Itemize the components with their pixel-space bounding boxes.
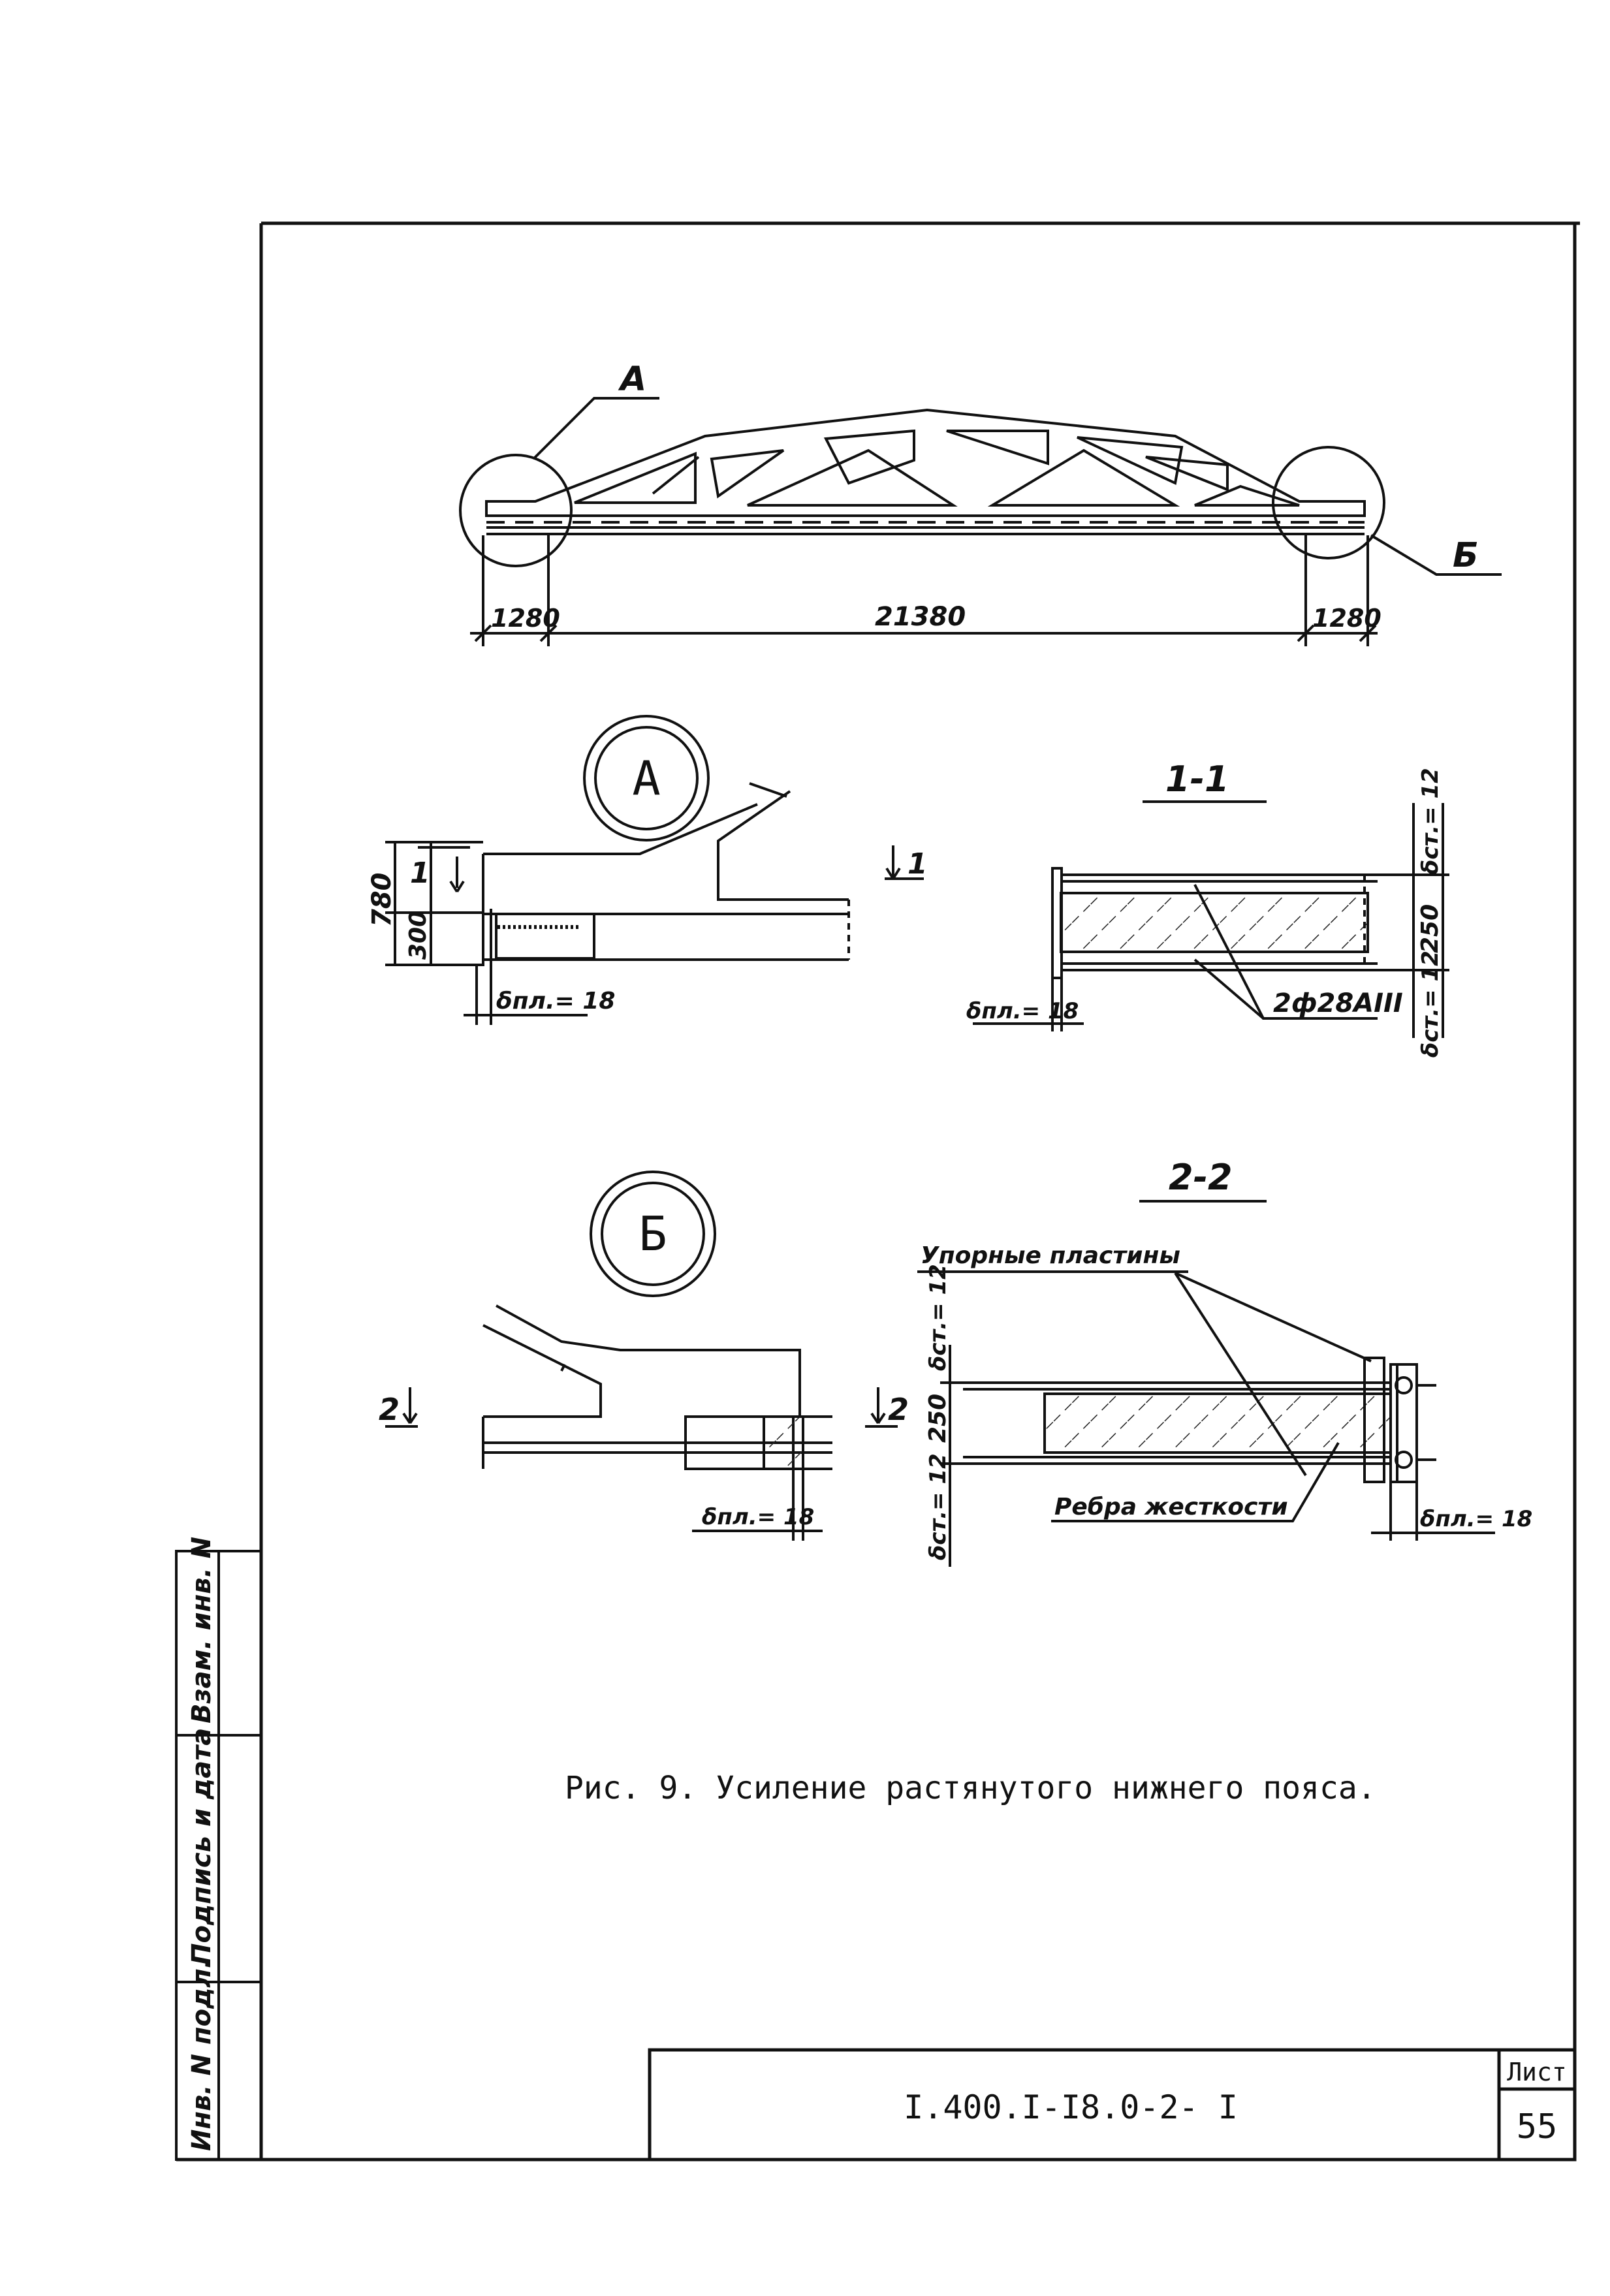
section-1-1-dim-250: 250 <box>1417 904 1444 953</box>
figure-caption: Рис. 9. Усиление растянутого нижнего поя… <box>565 1770 1376 1806</box>
section-1-1-title: 1-1 <box>1165 759 1229 800</box>
section-1-1-plate-thickness: δпл.= 18 <box>966 998 1079 1024</box>
node-b-circle-label: Б <box>639 1206 667 1261</box>
node-a-cut-left: 1 <box>410 857 430 890</box>
node-b-detail <box>385 1171 898 1541</box>
node-a-dim-780: 780 <box>367 873 397 928</box>
truss-elevation <box>459 397 1502 646</box>
title-block <box>648 2048 1577 2162</box>
side-stamp-inv-orig: Инв. N подл. <box>187 1958 217 2151</box>
section-2-2-bottom-thickness: δст.= 12 <box>925 1453 951 1560</box>
node-b-cut-left: 2 <box>379 1392 400 1427</box>
section-2-2-ribs-label: Ребра жесткости <box>1054 1494 1288 1520</box>
node-a-plate-thickness: δпл.= 18 <box>496 988 615 1014</box>
title-block-code: I.400.I-I8.0-2- I <box>904 2088 1238 2126</box>
node-b-cut-right: 2 <box>888 1392 909 1427</box>
section-2-2-dim-250: 250 <box>924 1394 951 1443</box>
side-stamp <box>175 1550 262 2161</box>
section-1-1-top-thickness: δст.= 12 <box>1417 768 1444 875</box>
section-2-2-title: 2-2 <box>1169 1157 1233 1198</box>
side-stamp-replace-inv: Взам. инв. N <box>187 1537 217 1723</box>
node-a-circle-label: А <box>632 751 660 806</box>
section-1-1-bottom-thickness: δст.= 12 <box>1417 951 1444 1058</box>
sheet-frame <box>176 221 1580 2162</box>
node-a-cut-right: 1 <box>908 847 928 881</box>
truss-callout-a: А <box>618 360 646 399</box>
truss-dim-left: 1280 <box>491 604 560 633</box>
section-2-2-stop-plates-label: Упорные пластины <box>921 1242 1180 1269</box>
node-b-plate-thickness: δпл.= 18 <box>702 1504 814 1530</box>
title-block-sheet-label: Лист <box>1507 2058 1567 2086</box>
title-block-sheet-number: 55 <box>1517 2107 1558 2147</box>
truss-callout-b: Б <box>1453 536 1479 575</box>
section-2-2-top-thickness: δст.= 12 <box>925 1264 951 1371</box>
section-1-1 <box>973 800 1449 1038</box>
node-a-detail <box>385 715 924 1025</box>
node-a-dim-300: 300 <box>405 911 432 960</box>
truss-dim-mid: 21380 <box>875 602 966 632</box>
section-2-2 <box>917 1200 1495 1567</box>
section-2-2-plate-thickness: δпл.= 18 <box>1420 1506 1532 1532</box>
side-stamp-sign-date: Подпись и дата <box>187 1728 217 1965</box>
truss-dim-right: 1280 <box>1312 604 1381 633</box>
section-1-1-rebar-label: 2ф28АIII <box>1273 988 1403 1018</box>
